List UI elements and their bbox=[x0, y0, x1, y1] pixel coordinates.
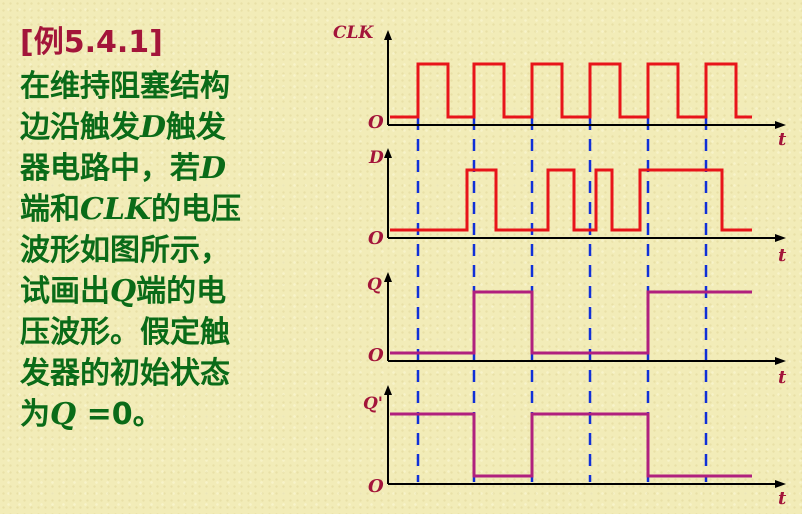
time-axis-arrow bbox=[775, 357, 786, 365]
signal-label-q-prime: Q' bbox=[363, 394, 383, 414]
problem-text-segment: 试画出 bbox=[20, 274, 110, 309]
waveform-trace bbox=[390, 62, 752, 119]
problem-text-segment: 为 bbox=[20, 397, 50, 432]
math-symbol: Q bbox=[50, 397, 77, 432]
y-axis-arrow bbox=[384, 385, 392, 395]
signal-label-clk: CLK bbox=[333, 23, 374, 43]
problem-line: 波形如图所示， bbox=[20, 230, 320, 271]
problem-text-segment: 触发 bbox=[166, 110, 227, 145]
waveform-clk: CLK Ot bbox=[333, 23, 787, 150]
origin-label: O bbox=[368, 476, 384, 497]
waveform-trace bbox=[390, 412, 752, 478]
time-label: t bbox=[778, 488, 787, 509]
y-axis-arrow bbox=[384, 272, 392, 282]
problem-text-segment: 的电压 bbox=[151, 192, 242, 227]
waveform-trace bbox=[390, 290, 752, 355]
y-axis-arrow bbox=[384, 148, 392, 158]
time-axis-arrow bbox=[775, 480, 786, 488]
problem-text-segment: 发器的初始状态 bbox=[20, 356, 230, 391]
waveform-trace bbox=[390, 168, 752, 232]
math-symbol: Q bbox=[110, 274, 137, 309]
y-axis-arrow bbox=[384, 30, 392, 40]
math-symbol: CLK bbox=[80, 192, 152, 227]
time-label: t bbox=[778, 245, 787, 266]
time-label: t bbox=[778, 129, 787, 150]
problem-text-segment: =0。 bbox=[76, 397, 163, 432]
problem-text-segment: 器电路中，若 bbox=[20, 151, 200, 186]
clock-edge-guides bbox=[416, 118, 708, 482]
problem-line: 压波形。假定触 bbox=[20, 312, 320, 353]
problem-text-segment: 边沿触发 bbox=[20, 110, 140, 145]
problem-line: 在维持阻塞结构 bbox=[20, 66, 320, 107]
problem-line: 边沿触发D触发 bbox=[20, 107, 320, 148]
problem-line: 器电路中，若D bbox=[20, 148, 320, 189]
problem-text-segment: 在维持阻塞结构 bbox=[20, 69, 230, 104]
time-label: t bbox=[778, 367, 787, 388]
waveform-q: Q Ot bbox=[367, 272, 787, 388]
problem-text-segment: 端和 bbox=[20, 192, 80, 227]
origin-label: O bbox=[368, 112, 384, 133]
problem-line: 为Q =0。 bbox=[20, 394, 320, 435]
time-axis-arrow bbox=[775, 234, 786, 242]
origin-label: O bbox=[368, 345, 384, 366]
problem-line: 试画出Q端的电 bbox=[20, 271, 320, 312]
time-axis-arrow bbox=[775, 121, 786, 129]
origin-label: O bbox=[368, 228, 384, 249]
problem-text-segment: 压波形。假定触 bbox=[20, 315, 230, 350]
waveform-q-prime: Q' Ot bbox=[363, 385, 787, 509]
problem-text-segment: 波形如图所示， bbox=[20, 233, 230, 268]
math-symbol: D bbox=[140, 110, 167, 145]
problem-line: 发器的初始状态 bbox=[20, 353, 320, 394]
waveform-d: D Ot bbox=[368, 148, 787, 266]
problem-line: 端和CLK的电压 bbox=[20, 189, 320, 230]
signal-label-q: Q bbox=[367, 275, 382, 295]
problem-text-segment: 端的电 bbox=[136, 274, 227, 309]
signal-label-d: D bbox=[368, 148, 384, 168]
math-symbol: D bbox=[200, 151, 227, 186]
example-label: [例5.4.1] bbox=[20, 25, 163, 60]
